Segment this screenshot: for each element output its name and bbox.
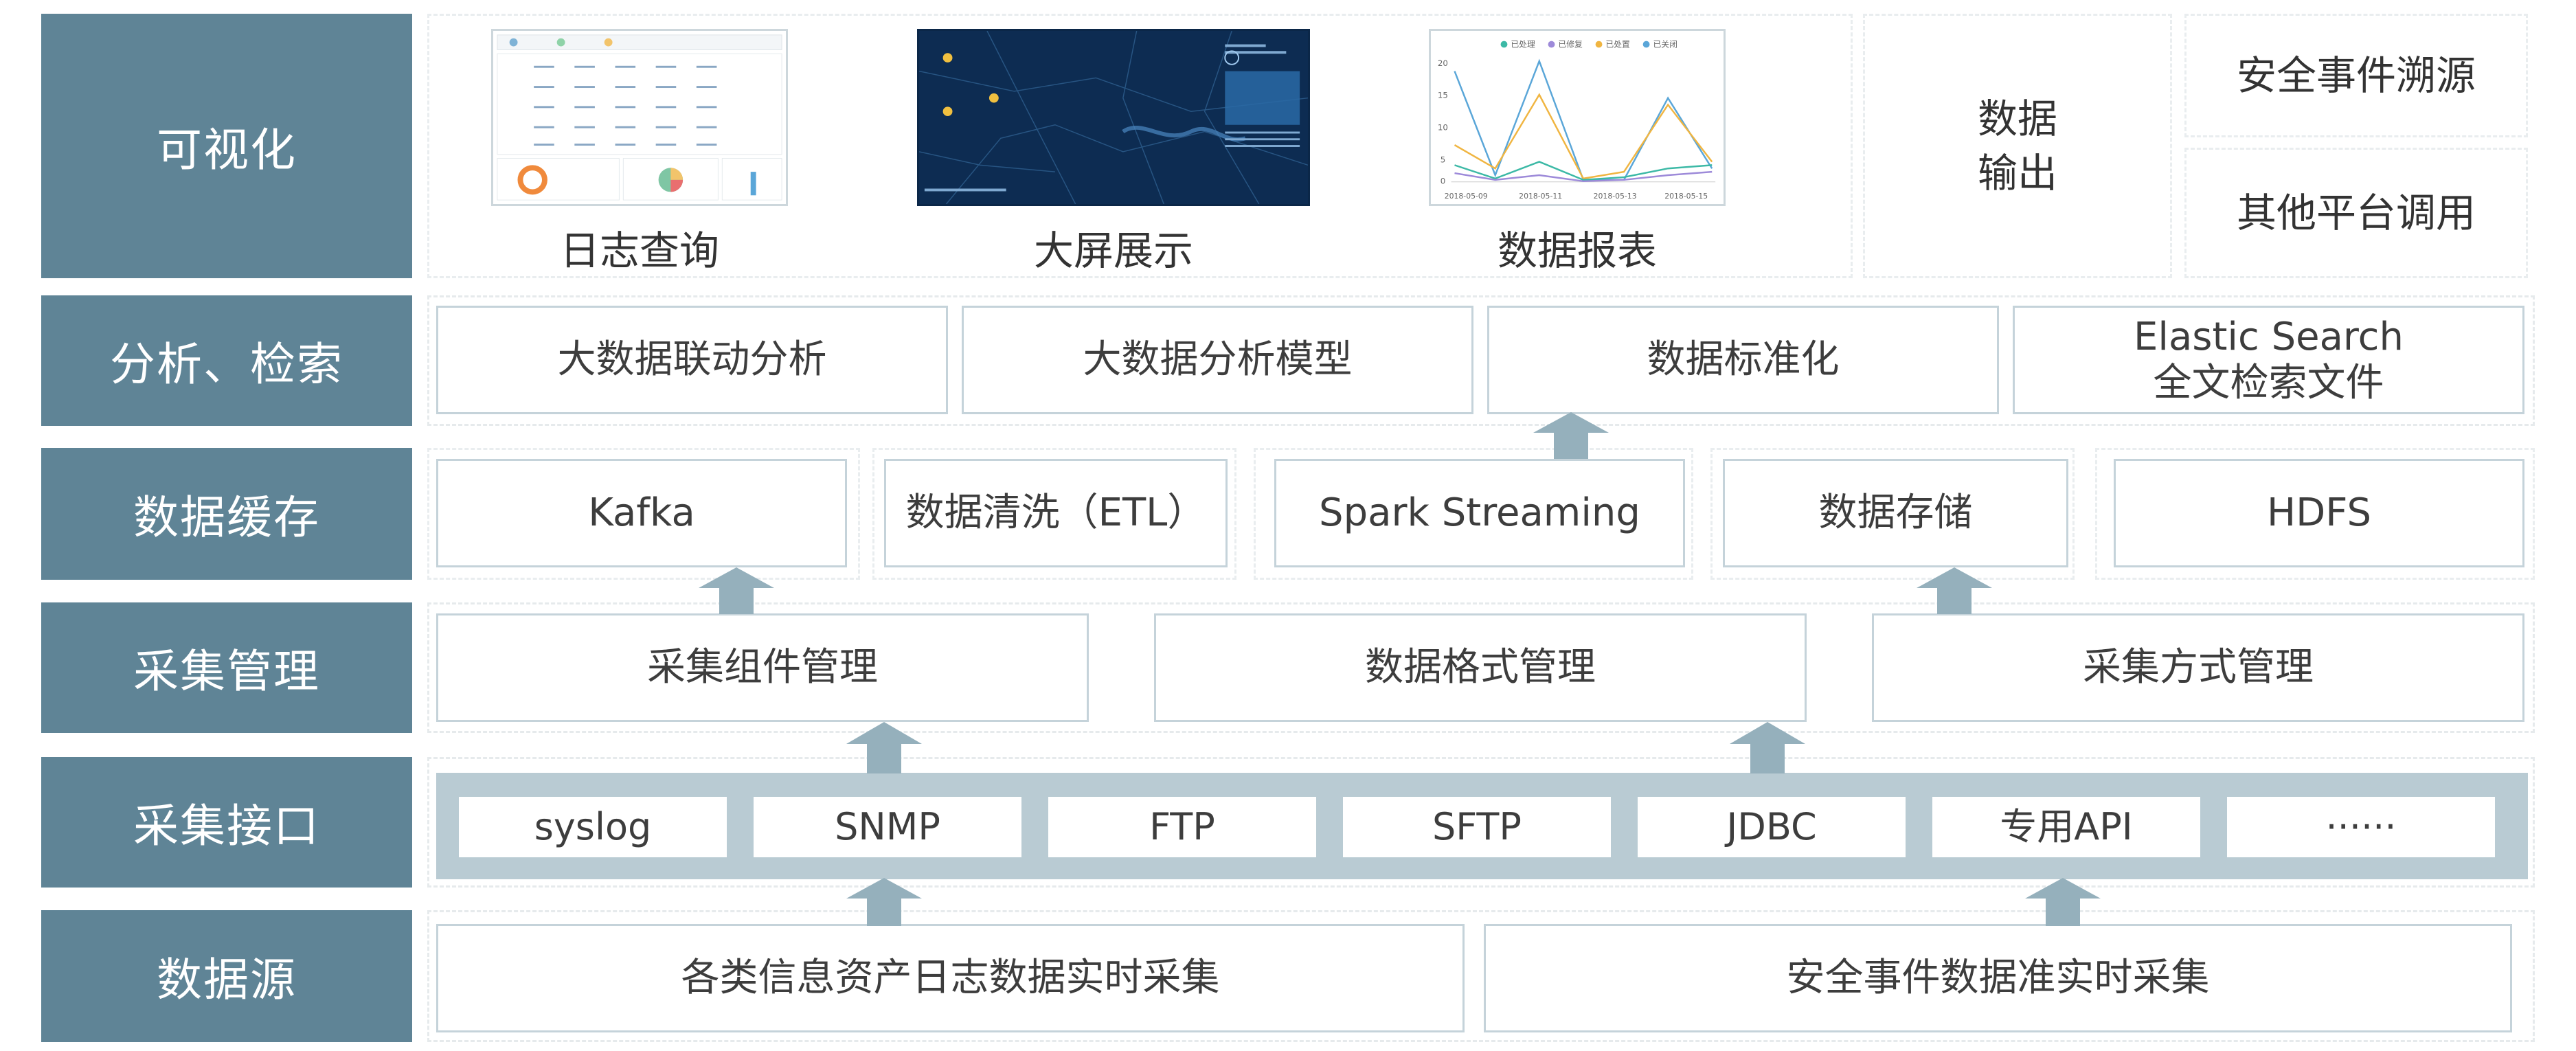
iface-syslog: syslog bbox=[459, 797, 727, 857]
arrow-cache-to-mgmt-left bbox=[699, 567, 774, 614]
other-platform-call-label: 其他平台调用 bbox=[2236, 189, 2476, 236]
layer-label-collect-mgmt: 采集管理 bbox=[41, 602, 412, 733]
report-ytick-1: 15 bbox=[1438, 91, 1448, 100]
arrow-iface-to-source-right bbox=[2025, 878, 2101, 926]
arrow-mgmt-to-iface-right bbox=[1730, 722, 1805, 773]
layer-label-source: 数据源 bbox=[41, 910, 412, 1042]
report-legend-swatch-2 bbox=[1595, 41, 1603, 48]
data-report-chart: 已处理 已修复 已处置 已关闭 20 15 10 5 0 2018-05-09 … bbox=[1438, 39, 1716, 201]
report-ytick-3: 5 bbox=[1440, 155, 1446, 164]
report-series-yellow bbox=[1454, 93, 1713, 180]
report-xtick-3: 2018-05-15 bbox=[1664, 192, 1708, 201]
layer-label-visualization: 可视化 bbox=[41, 14, 412, 278]
log-query-caption: 日志查询 bbox=[559, 227, 719, 274]
iface-sftp: SFTP bbox=[1343, 797, 1611, 857]
log-query-dashboard-image bbox=[497, 34, 782, 201]
arrow-cache-to-mgmt-right bbox=[1917, 567, 1992, 614]
data-report-caption: 数据报表 bbox=[1497, 227, 1657, 274]
visual-main-panel bbox=[427, 14, 1853, 278]
iface-ftp: FTP bbox=[1048, 797, 1316, 857]
collect-mgmt-format: 数据格式管理 bbox=[1154, 613, 1807, 722]
layer-label-collect-iface: 采集接口 bbox=[41, 757, 412, 888]
analysis-band bbox=[427, 295, 2535, 426]
cache-item-kafka: Kafka bbox=[436, 459, 847, 567]
analysis-item-standardize: 数据标准化 bbox=[1487, 306, 1999, 414]
report-ytick-0: 20 bbox=[1438, 58, 1448, 68]
arrow-mgmt-to-iface-left bbox=[846, 722, 922, 773]
source-asset-logs: 各类信息资产日志数据实时采集 bbox=[436, 924, 1465, 1032]
report-xtick-2: 2018-05-13 bbox=[1594, 192, 1637, 201]
report-xtick-1: 2018-05-11 bbox=[1519, 192, 1562, 201]
iface-snmp: SNMP bbox=[754, 797, 1021, 857]
visual-output-bottom-panel bbox=[2184, 148, 2528, 278]
cache-panel-1 bbox=[427, 448, 860, 580]
arrow-analysis-to-cache bbox=[1533, 412, 1609, 459]
source-security-events: 安全事件数据准实时采集 bbox=[1484, 924, 2512, 1032]
iface-jdbc: JDBC bbox=[1638, 797, 1906, 857]
report-legend-1: 已修复 bbox=[1558, 39, 1583, 49]
cache-panel-5 bbox=[2095, 448, 2535, 580]
report-legend-swatch-3 bbox=[1642, 41, 1650, 48]
report-legend-3: 已关闭 bbox=[1653, 39, 1677, 49]
collect-mgmt-component: 采集组件管理 bbox=[436, 613, 1089, 722]
report-legend-swatch-1 bbox=[1548, 41, 1555, 48]
cache-item-etl: 数据清洗（ETL） bbox=[884, 459, 1228, 567]
analysis-item-linkage: 大数据联动分析 bbox=[436, 306, 948, 414]
data-output-label: 数据 输出 bbox=[1977, 95, 2057, 196]
analysis-item-model: 大数据分析模型 bbox=[962, 306, 1473, 414]
analysis-item-elasticsearch: Elastic Search 全文检索文件 bbox=[2013, 306, 2524, 414]
report-xtick-0: 2018-05-09 bbox=[1445, 192, 1488, 201]
iface-dedicated-api: 专用API bbox=[1932, 797, 2200, 857]
layer-label-analysis: 分析、检索 bbox=[41, 295, 412, 426]
report-ytick-2: 10 bbox=[1438, 123, 1448, 133]
report-series-blue bbox=[1454, 58, 1713, 181]
collect-iface-band bbox=[427, 757, 2535, 888]
cache-panel-3 bbox=[1254, 448, 1693, 580]
report-series-green bbox=[1454, 161, 1713, 181]
report-legend-swatch-0 bbox=[1500, 41, 1508, 48]
cache-panel-4 bbox=[1710, 448, 2075, 580]
source-band bbox=[427, 910, 2535, 1042]
report-ytick-4: 0 bbox=[1440, 177, 1446, 186]
report-legend-0: 已处理 bbox=[1511, 39, 1535, 49]
report-legend-2: 已处置 bbox=[1605, 39, 1630, 49]
iface-more: ······ bbox=[2227, 797, 2495, 857]
big-screen-caption: 大屏展示 bbox=[1033, 227, 1193, 274]
big-screen-map-image bbox=[919, 31, 1308, 204]
cache-item-storage: 数据存储 bbox=[1723, 459, 2068, 567]
report-series-purple bbox=[1454, 170, 1713, 183]
log-query-thumbnail bbox=[491, 29, 788, 206]
arrow-iface-to-source-left bbox=[846, 878, 922, 926]
visual-output-panel bbox=[1863, 14, 2172, 278]
big-screen-thumbnail bbox=[917, 29, 1310, 206]
cache-panel-2 bbox=[872, 448, 1236, 580]
collect-mgmt-method: 采集方式管理 bbox=[1872, 613, 2524, 722]
layer-label-cache: 数据缓存 bbox=[41, 448, 412, 580]
cache-item-spark-streaming: Spark Streaming bbox=[1274, 459, 1685, 567]
data-report-thumbnail: 已处理 已修复 已处置 已关闭 20 15 10 5 0 2018-05-09 … bbox=[1429, 29, 1726, 206]
cache-item-hdfs: HDFS bbox=[2114, 459, 2524, 567]
security-trace-label: 安全事件溯源 bbox=[2236, 52, 2476, 99]
visual-output-top-panel bbox=[2184, 14, 2528, 137]
collect-mgmt-band bbox=[427, 602, 2535, 733]
